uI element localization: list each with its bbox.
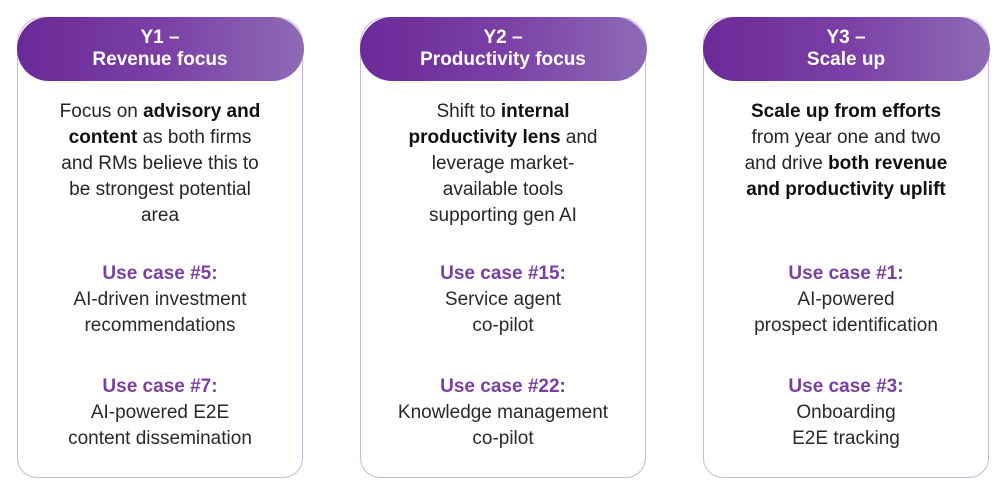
use-case-label: Use case #15:: [440, 263, 566, 284]
use-case-line: AI-powered: [797, 289, 895, 310]
use-case: Use case #15: Service agent co-pilot: [361, 261, 645, 339]
card-title: Productivity focus: [420, 48, 586, 70]
desc-text: Shift to: [436, 101, 501, 122]
use-case: Use case #1: AI-powered prospect identif…: [704, 261, 988, 339]
use-case-line: co-pilot: [472, 315, 534, 336]
use-case-line: AI-driven investment: [73, 289, 247, 310]
card-header: Y3 – Scale up: [702, 16, 990, 81]
use-case-label: Use case #7:: [102, 376, 218, 397]
use-case: Use case #3: Onboarding E2E tracking: [704, 374, 988, 452]
use-case-line: E2E tracking: [792, 428, 900, 449]
desc-text: and leverage market-available tools supp…: [429, 127, 598, 226]
use-case-line: recommendations: [84, 315, 236, 336]
use-case-label: Use case #5:: [102, 263, 218, 284]
desc-bold: both revenue and productivity uplift: [746, 153, 948, 200]
use-case: Use case #5: AI-driven investment recomm…: [18, 261, 302, 339]
card-description: Focus on advisory and content as both fi…: [18, 99, 302, 229]
use-case-line: Service agent: [444, 289, 562, 310]
use-case-line: content dissemination: [68, 428, 252, 449]
card-header: Y1 – Revenue focus: [16, 16, 304, 81]
use-case-label: Use case #3:: [788, 376, 904, 397]
card-title: Scale up: [806, 48, 886, 70]
use-case: Use case #22: Knowledge management co-pi…: [361, 374, 645, 452]
card-y3-scale-up: Y3 – Scale up Scale up from efforts from…: [702, 16, 990, 478]
card-header: Y2 – Productivity focus: [359, 16, 647, 81]
use-case-label: Use case #1:: [788, 263, 904, 284]
card-y1-revenue-focus: Y1 – Revenue focus Focus on advisory and…: [16, 16, 304, 478]
desc-bold: Scale up from efforts: [750, 101, 942, 122]
year-label: Y1 –: [140, 26, 180, 48]
use-case: Use case #7: AI-powered E2E content diss…: [18, 374, 302, 452]
card-description: Shift to internal productivity lens and …: [361, 99, 645, 229]
desc-text: Focus on: [59, 101, 144, 122]
card-title: Revenue focus: [92, 48, 228, 70]
desc-text: from year one and two and drive: [744, 127, 941, 174]
card-description: Scale up from efforts from year one and …: [704, 99, 988, 203]
desc-text: as both firms and RMs believe this to be…: [61, 127, 259, 226]
use-case-line: co-pilot: [472, 428, 534, 449]
use-case-line: Onboarding: [796, 402, 896, 423]
year-label: Y3 –: [826, 26, 866, 48]
use-case-label: Use case #22:: [440, 376, 566, 397]
desc-bold: advisory and content: [68, 101, 261, 148]
use-case-line: Knowledge management: [397, 402, 609, 423]
card-y2-productivity-focus: Y2 – Productivity focus Shift to interna…: [359, 16, 647, 478]
desc-bold: internal productivity lens: [408, 101, 570, 148]
year-label: Y2 –: [483, 26, 523, 48]
use-case-line: AI-powered E2E: [90, 402, 230, 423]
use-case-line: prospect identification: [754, 315, 938, 336]
